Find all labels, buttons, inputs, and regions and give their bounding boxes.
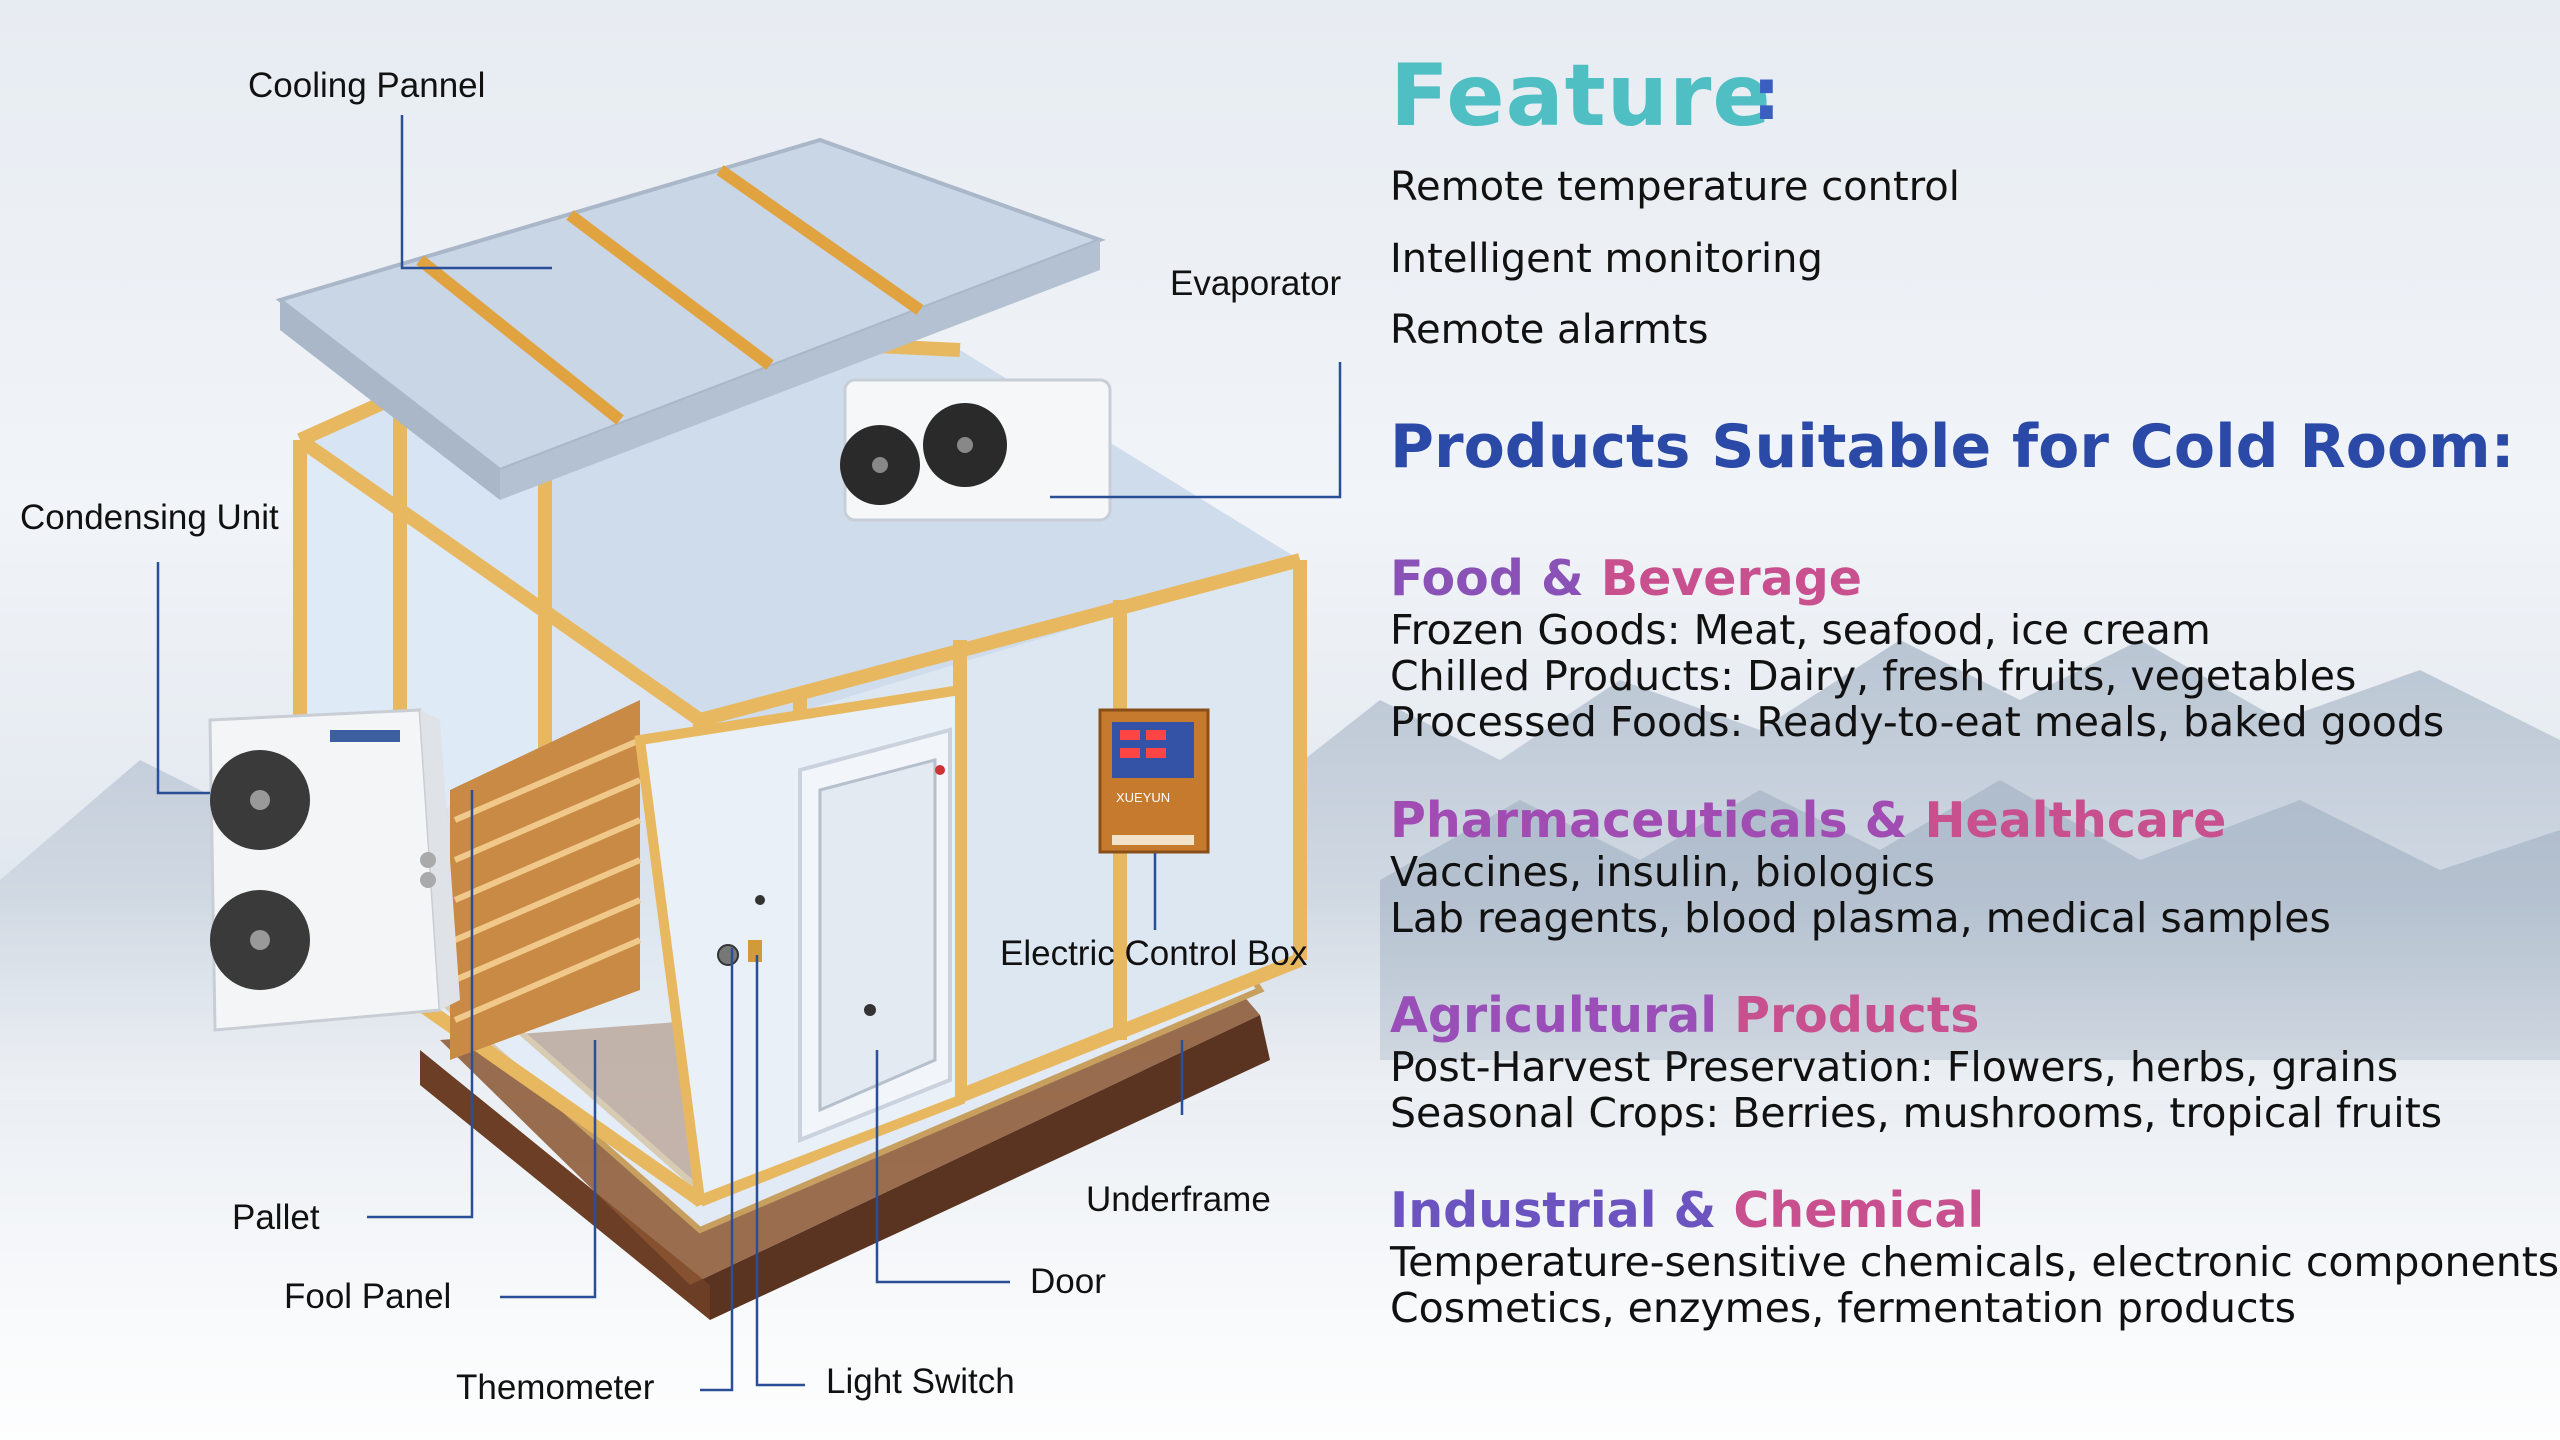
electric-control-box-illustration	[1098, 708, 1210, 854]
condensing-unit-illustration	[208, 708, 460, 1032]
category-pharma-line-2: Lab reagents, blood plasma, medical samp…	[1390, 894, 2331, 942]
category-title-food: Food & Beverage	[1390, 550, 1862, 607]
label-cooling-panel: Cooling Pannel	[248, 66, 486, 105]
label-thermometer: Themometer	[456, 1368, 655, 1407]
category-title-agri-b: Products	[1734, 987, 1980, 1044]
category-agri-line-2: Seasonal Crops: Berries, mushrooms, trop…	[1390, 1089, 2443, 1137]
category-food-line-3: Processed Foods: Ready-to-eat meals, bak…	[1390, 698, 2445, 746]
category-industrial-line-1: Temperature-sensitive chemicals, electro…	[1390, 1238, 2560, 1286]
feature-item-alarms: Remote alarmts	[1390, 307, 1709, 353]
feature-colon: :	[1752, 52, 1781, 136]
label-light-switch: Light Switch	[826, 1362, 1015, 1401]
label-condensing-unit: Condensing Unit	[20, 498, 279, 537]
feature-item-remote-temp: Remote temperature control	[1390, 164, 1960, 210]
label-evaporator: Evaporator	[1170, 264, 1342, 303]
category-agri-line-1: Post-Harvest Preservation: Flowers, herb…	[1390, 1043, 2399, 1091]
category-food-line-2: Chilled Products: Dairy, fresh fruits, v…	[1390, 652, 2357, 700]
label-pallet: Pallet	[232, 1198, 320, 1237]
feature-title: Feature	[1390, 46, 1772, 146]
category-food-line-1: Frozen Goods: Meat, seafood, ice cream	[1390, 606, 2211, 654]
pallet-illustration	[450, 700, 642, 1060]
products-title: Products Suitable for Cold Room:	[1390, 412, 2515, 482]
category-title-agri: Agricultural Products	[1390, 987, 1979, 1044]
label-underframe: Underframe	[1086, 1180, 1271, 1219]
feature-item-monitoring: Intelligent monitoring	[1390, 236, 1823, 282]
category-title-industrial: Industrial & Chemical	[1390, 1182, 1984, 1239]
category-pharma-line-1: Vaccines, insulin, biologics	[1390, 848, 1935, 896]
category-title-food-b: Beverage	[1600, 550, 1863, 607]
category-title-pharma: Pharmaceuticals & Healthcare	[1390, 792, 2226, 849]
category-title-pharma-a: Pharmaceuticals &	[1390, 792, 1925, 849]
evaporator-illustration	[840, 378, 1112, 522]
category-industrial-line-2: Cosmetics, enzymes, fermentation product…	[1390, 1284, 2297, 1332]
category-title-pharma-b: Healthcare	[1924, 792, 2227, 849]
category-title-agri-a: Agricultural	[1390, 987, 1735, 1044]
control-box-brand-text: XUEYUN	[1116, 790, 1170, 805]
category-title-industrial-b: Chemical	[1733, 1182, 1985, 1239]
label-floor-panel: Fool Panel	[284, 1277, 452, 1316]
category-title-food-a: Food &	[1390, 550, 1601, 607]
label-door: Door	[1030, 1262, 1106, 1301]
label-electric-control-box: Electric Control Box	[1000, 934, 1308, 973]
category-title-industrial-a: Industrial &	[1390, 1182, 1734, 1239]
cooling-panel-illustration	[275, 137, 1106, 500]
